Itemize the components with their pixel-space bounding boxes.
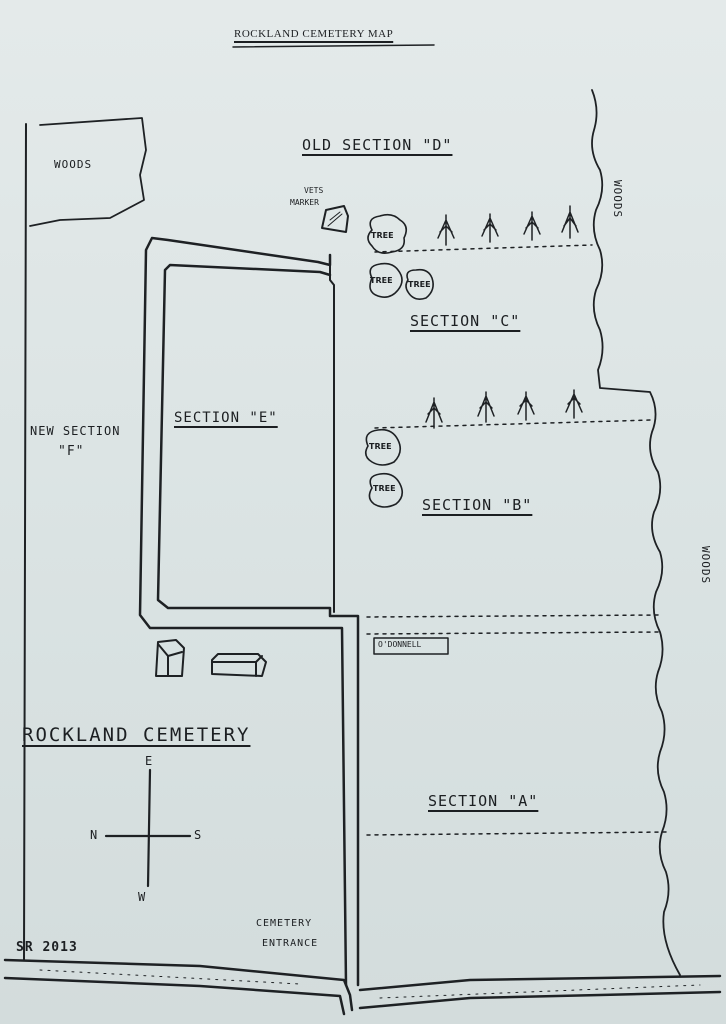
main-road-top-right [358,974,722,992]
pine-trees-section-c [425,389,583,429]
divider-b-a-top [366,614,661,618]
shed-building [155,639,185,677]
compass-rose [104,768,192,888]
main-road-bottom-left [3,976,346,1016]
section-b-label: SECTION "B" [422,496,533,514]
vets-marker-hatch [327,211,343,227]
divider-a-bottom [366,831,669,836]
main-road-bottom-right [358,990,722,1010]
tree-label-3: TREE [408,280,431,289]
vets-marker-stone [321,205,349,233]
woods-left-boundary [29,117,147,227]
tree-label-5: TREE [373,484,396,493]
left-boundary-line [23,123,27,961]
section-a-label: SECTION "A" [428,792,539,810]
compass-east-label: E [145,754,154,768]
compass-west-label: W [138,890,147,904]
map-title: ROCKLAND CEMETERY MAP [234,28,394,40]
tree-label-1: TREE [371,231,394,240]
tree-label-4: TREE [369,442,392,451]
odonnell-plot-box [373,637,449,655]
garage-building [211,653,267,677]
entrance-label-line1: CEMETERY [256,918,313,929]
divider-b-a-bottom [366,631,661,635]
woods-right-boundary [591,89,681,976]
divider-c-b [374,419,653,429]
section-d-label: OLD SECTION "D" [302,136,453,154]
section-f-label-line2: "F" [58,444,85,459]
compass-north-label: N [90,828,99,842]
odonnell-plot-label: O'DONNELL [378,640,422,649]
section-f-label-line1: NEW SECTION [30,424,121,438]
compass-south-label: S [194,828,203,842]
section-c-label: SECTION "C" [410,312,521,330]
road-texture-left [39,969,301,985]
woods-label-top-right: WOODS [611,180,624,219]
tree-label-2: TREE [370,276,393,285]
vets-marker-label-line1: VETS [304,186,324,195]
road-texture-right [379,984,701,999]
road-inner-edge [156,263,360,987]
entrance-label-line2: ENTRANCE [262,938,319,949]
pine-trees-section-d [437,205,579,246]
main-road-top-left [3,958,354,1012]
round-trees [364,213,434,508]
woods-label-mid-right: WOODS [699,546,712,585]
road-junction [329,254,335,613]
title-underline [232,44,435,48]
vets-marker-label-line2: MARKER [290,198,319,207]
woods-label-top-left: WOODS [54,158,93,171]
cemetery-name-label: ROCKLAND CEMETERY [22,724,251,746]
divider-d-c [374,244,593,253]
signature-label: SR 2013 [16,940,78,955]
road-outer-edge [138,236,348,987]
section-e-label: SECTION "E" [174,410,278,426]
